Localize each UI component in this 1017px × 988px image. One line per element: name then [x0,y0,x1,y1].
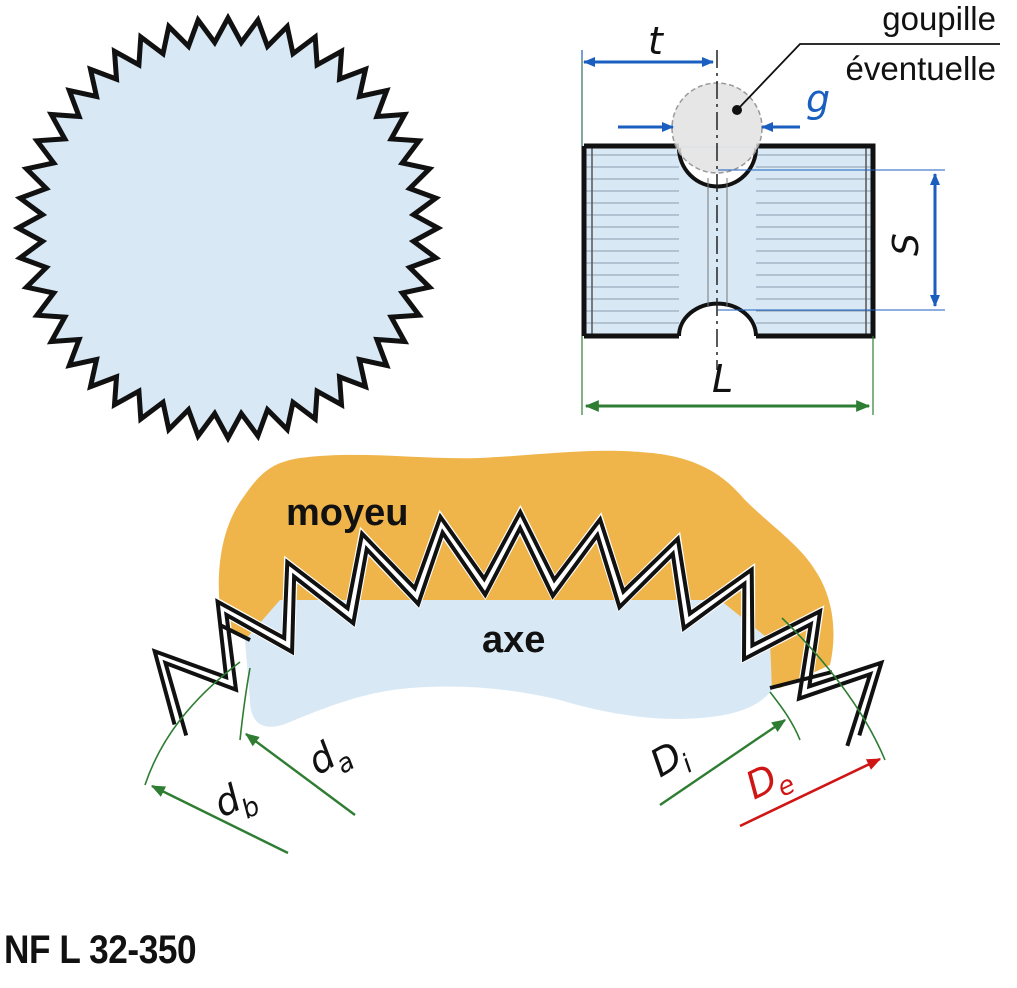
De-arrow [739,757,882,828]
da-arrow [245,733,356,816]
De-label-group: D e [739,756,800,808]
db-label-group: d b [207,776,265,827]
pin-leader-line [736,43,1000,111]
db-arrow [150,784,289,855]
dimension-lines-blue [581,50,945,311]
t-label: t [648,19,665,63]
right-serrated-section [756,146,873,336]
side-view [581,43,1000,370]
hub-label: moyeu [286,492,408,534]
hub-shaft-section [149,450,887,747]
pin-label-line1: goupille [882,0,996,37]
da-label-group: d a [299,733,360,784]
shaft-area [245,600,772,727]
db-subscript: b [237,791,265,825]
pin-label-line2: éventuelle [846,50,996,87]
shaft-label: axe [482,619,545,661]
hub-tooth-profile [151,507,885,736]
L-dimension [581,336,874,415]
diameter-annotations [144,617,886,855]
standard-reference: NF L 32-350 [4,928,197,972]
g-label: g [806,77,830,121]
left-serrated-section [584,146,679,336]
Di-arrow [659,719,786,806]
L-label: L [712,357,733,401]
serrated-disc [12,12,444,444]
shaft-tooth-profile [162,523,874,747]
S-label: S [886,233,927,256]
